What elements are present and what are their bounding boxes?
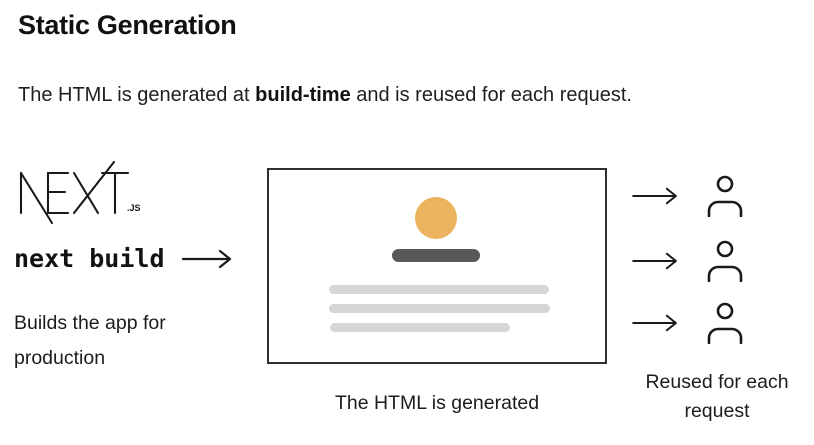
nextjs-logo-icon: .JS [19, 160, 141, 225]
generated-html-preview [267, 168, 607, 364]
arrow-right-icon [630, 251, 680, 271]
nextjs-logo: .JS [16, 158, 142, 232]
request-row [630, 239, 744, 283]
subtitle-prefix: The HTML is generated at [18, 84, 256, 106]
person-icon [706, 240, 744, 282]
avatar-circle-shape [415, 197, 457, 239]
subtitle-bold-term: build-time [255, 84, 351, 106]
text-line-placeholder [329, 304, 550, 313]
next-build-command: next build [14, 244, 165, 273]
request-row [630, 301, 744, 345]
subtitle-suffix: and is reused for each request. [350, 84, 632, 106]
person-icon [706, 302, 744, 344]
subtitle: The HTML is generated at build-time and … [18, 84, 632, 107]
build-description: Builds the app for production [14, 306, 166, 376]
arrow-right-icon [630, 186, 680, 206]
requests-caption-line2: request [684, 399, 750, 422]
page-title: Static Generation [18, 10, 237, 40]
preview-caption: The HTML is generated [334, 392, 540, 414]
build-command-row: next build [14, 244, 233, 273]
title-bar-placeholder [392, 249, 480, 262]
logo-js-suffix: .JS [127, 203, 141, 213]
requests-caption: Reused for each request [624, 368, 810, 425]
build-description-line1: Builds the app for [14, 312, 166, 334]
text-line-placeholder [330, 323, 510, 332]
person-icon [706, 175, 744, 217]
requests-caption-line1: Reused for each [645, 371, 789, 393]
text-line-placeholder [329, 285, 549, 294]
request-row [630, 174, 744, 218]
arrow-right-icon [630, 313, 680, 333]
arrow-right-icon [181, 248, 233, 270]
build-description-line2: production [14, 347, 106, 369]
